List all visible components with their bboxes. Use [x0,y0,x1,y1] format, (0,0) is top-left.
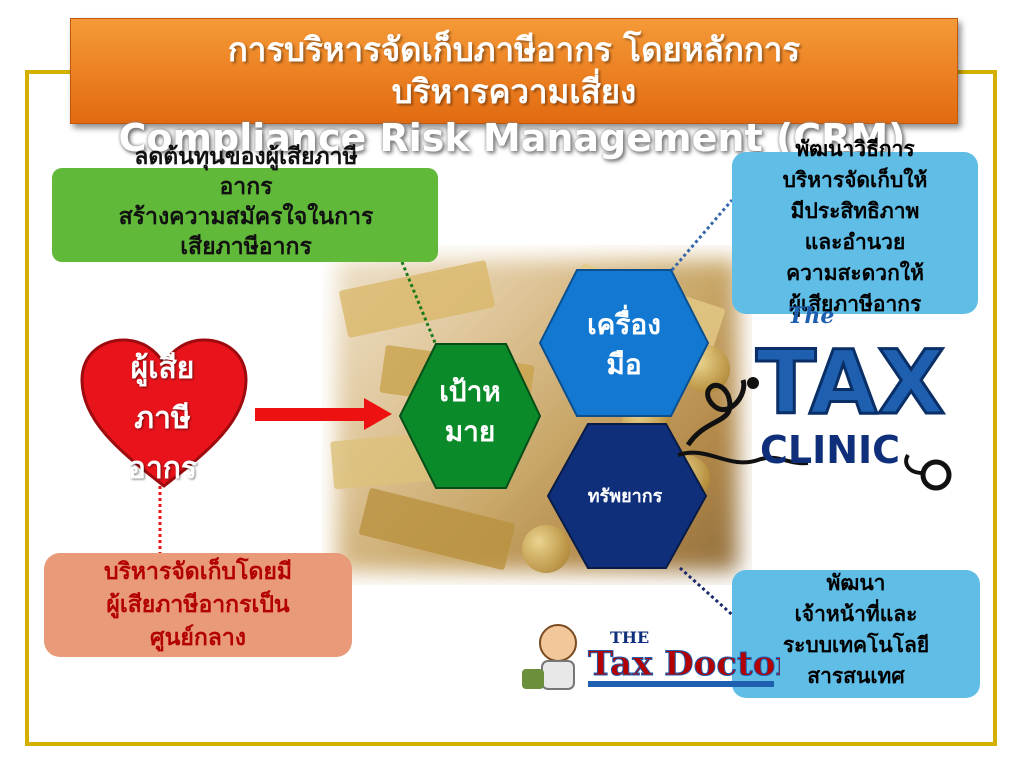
green-box-text: ลดต้นทุนของผู้เสียภาษี อากร สร้างความสมั… [118,144,374,260]
green-box-cost-reduction [52,168,438,262]
title-line-1: การบริหารจัดเก็บภาษีอากร โดยหลักการ [227,30,801,69]
hexagon-goal [398,343,542,489]
blue-box-top-text: พัฒนาวิธีการ บริหารจัดเก็บให้ มีประสิทธิ… [782,137,928,316]
salmon-box-taxpayer-centric: บริหารจัดเก็บโดยมี ผู้เสียภาษีอากรเป็น ศ… [44,553,352,657]
heart-text-taxpayer: ผู้เสีย ภาษี อากร [127,351,198,486]
title-line-2: บริหารความเสี่ยง [391,72,637,111]
hexagon-tool [538,269,710,417]
hexagon-resource-label: ทรัพยากร [587,486,663,507]
clinic-word-text: CLINIC [760,428,900,472]
clinic-tax-text: TAX [756,331,945,434]
hexagon-resource [546,423,708,569]
hexagon-tool-label: เครื่อง มือ [587,308,661,381]
tax-doctor-logo: THE Tax Doctor [522,624,780,690]
doctor-head-icon [539,624,577,662]
clinic-the-text: The [788,303,834,329]
heart-shape [80,338,248,488]
doctor-name-text: Tax Doctor [588,644,780,684]
blue-box-method-development [732,152,978,314]
doctor-the-text: THE [610,628,649,647]
blue-box-bottom-text: พัฒนา เจ้าหน้าที่และ ระบบเทคโนโลยี สารสน… [782,571,930,688]
tax-clinic-logo: The TAX CLINIC [677,303,952,491]
title-banner: การบริหารจัดเก็บภาษีอากร โดยหลักการ บริห… [70,18,958,124]
hexagon-goal-label: เป้าห มาย [439,375,501,448]
blue-box-staff-it [732,570,980,698]
